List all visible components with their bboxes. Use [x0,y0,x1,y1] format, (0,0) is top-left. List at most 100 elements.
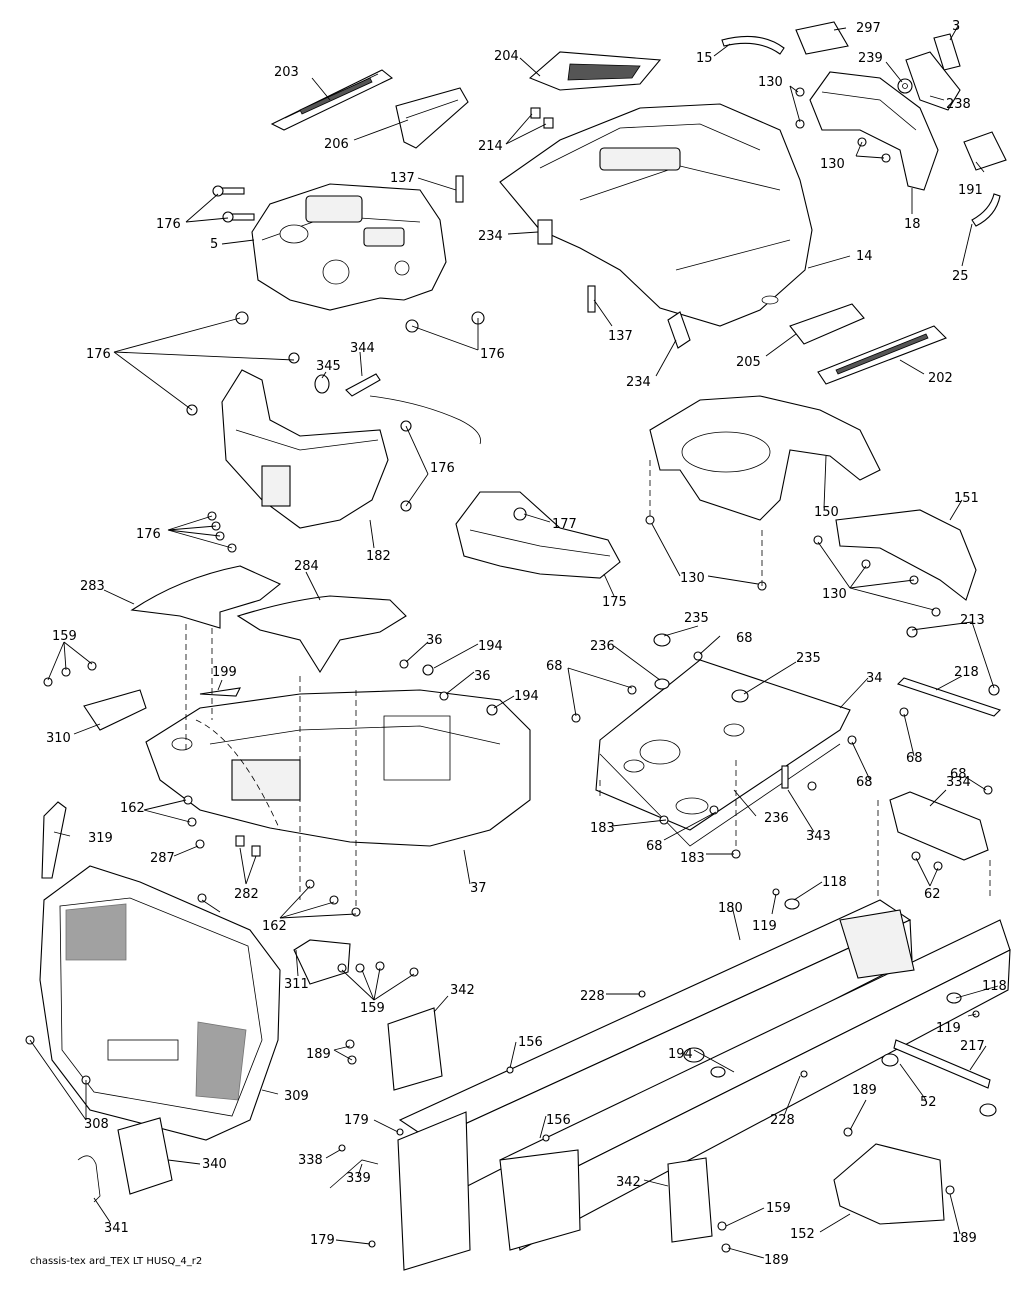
part-218-bracket [896,626,1002,795]
label-159: 159 [360,1001,385,1016]
label-194: 194 [478,639,503,654]
label-137: 137 [608,329,633,344]
label-189: 189 [952,1231,977,1246]
part-214-clips [530,107,554,129]
label-310: 310 [46,731,71,746]
part-238-cover [905,51,961,111]
label-151: 151 [954,491,979,506]
part-342-plate-upper [345,1007,443,1091]
label-340: 340 [202,1157,227,1172]
part-15-strip [721,35,785,55]
leader-lines [29,25,999,1259]
label-130: 130 [820,157,845,172]
label-194: 194 [668,1047,693,1062]
label-180: 180 [718,901,743,916]
part-311-bracket [293,939,419,985]
label-343: 343 [806,829,831,844]
label-204: 204 [494,49,519,64]
label-311: 311 [284,977,309,992]
label-137: 137 [390,171,415,186]
label-334: 334 [946,775,971,790]
label-119: 119 [752,919,777,934]
label-68: 68 [736,631,753,646]
label-191: 191 [958,183,983,198]
label-234: 234 [478,229,503,244]
label-130: 130 [680,571,705,586]
label-202: 202 [928,371,953,386]
label-183: 183 [590,821,615,836]
part-338-339-rod [329,1144,379,1189]
label-235: 235 [684,611,709,626]
label-297: 297 [856,21,881,36]
label-345: 345 [316,359,341,374]
label-183: 183 [680,851,705,866]
label-308: 308 [84,1117,109,1132]
label-152: 152 [790,1227,815,1242]
label-228: 228 [770,1113,795,1128]
label-159: 159 [52,629,77,644]
label-238: 238 [946,97,971,112]
label-118: 118 [982,979,1007,994]
alignment-lines [185,460,991,906]
part-34-plate [595,659,851,847]
label-189: 189 [764,1253,789,1268]
label-68: 68 [546,659,563,674]
label-182: 182 [366,549,391,564]
part-202-trim [817,325,947,385]
label-283: 283 [80,579,105,594]
part-345-344-cable [314,373,481,445]
part-152-cover [833,1127,955,1225]
label-287: 287 [150,851,175,866]
part-206-trim [395,87,469,149]
part-37-fender [145,689,531,847]
label-344: 344 [350,341,375,356]
label-234: 234 [626,375,651,390]
label-130: 130 [758,75,783,90]
label-179: 179 [344,1113,369,1128]
label-36: 36 [474,669,491,684]
label-18: 18 [904,217,921,232]
label-162: 162 [120,801,145,816]
callout-labels: 203 206 176 5 137 204 214 15 297 3 239 1… [46,19,1007,1268]
part-283-cover [130,565,282,629]
label-3: 3 [952,19,960,34]
part-282-clips [235,835,261,857]
label-189: 189 [306,1047,331,1062]
label-15: 15 [696,51,713,66]
label-176: 176 [480,347,505,362]
part-3-bracket [933,33,961,71]
label-217: 217 [960,1039,985,1054]
label-189: 189 [852,1083,877,1098]
label-68: 68 [856,775,873,790]
label-176: 176 [430,461,455,476]
label-62: 62 [924,887,941,902]
part-5-dash-console [251,183,447,311]
part-239-washer [897,78,913,94]
part-334-bracket [889,791,989,871]
label-162: 162 [262,919,287,934]
label-176: 176 [136,527,161,542]
label-177: 177 [552,517,577,532]
part-182-front-housing [186,352,412,553]
label-228: 228 [580,989,605,1004]
label-36: 36 [426,633,443,648]
label-339: 339 [346,1171,371,1186]
part-180-frame [368,888,1011,1271]
label-218: 218 [954,665,979,680]
part-310-bracket [43,661,147,731]
label-34: 34 [866,671,883,686]
label-203: 203 [274,65,299,80]
label-179: 179 [310,1233,335,1248]
label-205: 205 [736,355,761,370]
label-176: 176 [86,347,111,362]
label-239: 239 [858,51,883,66]
label-194: 194 [514,689,539,704]
part-234-137-strips [455,175,691,349]
label-213: 213 [960,613,985,628]
part-319-strip [41,801,67,879]
label-37: 37 [470,881,487,896]
part-175-bracket [455,491,621,579]
label-176: 176 [156,217,181,232]
label-319: 319 [88,831,113,846]
label-309: 309 [284,1089,309,1104]
